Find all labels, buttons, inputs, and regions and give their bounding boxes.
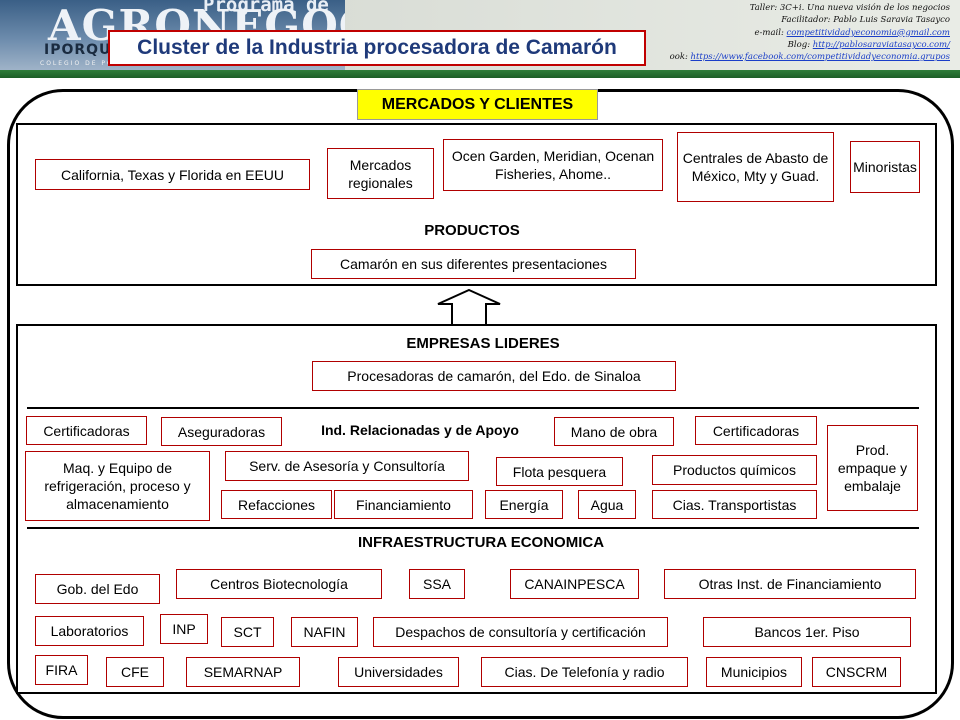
support-box: Certificadoras — [695, 416, 817, 445]
up-arrow-icon — [437, 289, 501, 327]
infra-box: Cias. De Telefonía y radio — [481, 657, 688, 687]
facebook-link[interactable]: https://www.facebook.com/competitividady… — [690, 52, 950, 63]
infra-box: Universidades — [338, 657, 459, 687]
market-box: Mercados regionales — [327, 148, 434, 199]
infra-box: SSA — [409, 569, 465, 599]
infra-box: SEMARNAP — [186, 657, 300, 687]
infra-box: Laboratorios — [35, 616, 144, 646]
blog-link[interactable]: http://pablosaraviatasayco.com/ — [812, 39, 950, 50]
infra-box: SCT — [221, 617, 274, 647]
infra-box: Centros Biotecnología — [176, 569, 382, 599]
infra-box: CNSCRM — [812, 657, 901, 687]
market-box: Centrales de Abasto de México, Mty y Gua… — [677, 132, 834, 202]
support-box: Financiamiento — [334, 490, 473, 519]
mercados-heading: MERCADOS Y CLIENTES — [357, 89, 598, 120]
infra-box: CANAINPESCA — [510, 569, 639, 599]
support-box: Refacciones — [221, 490, 332, 519]
blog-label: Blog: — [787, 39, 813, 50]
email-link[interactable]: competitividadyeconomia@gmail.com — [786, 27, 950, 38]
support-box: Energía — [485, 490, 563, 519]
support-box: Maq. y Equipo de refrigeración, proceso … — [25, 451, 210, 521]
credits-blog: Blog: http://pablosaraviatasayco.com/ — [670, 39, 950, 51]
empresas-heading: EMPRESAS LIDERES — [406, 335, 560, 352]
product-box: Camarón en sus diferentes presentaciones — [311, 249, 636, 279]
support-box: Cias. Transportistas — [652, 490, 817, 519]
credits-email: e-mail: competitividadyeconomia@gmail.co… — [670, 27, 951, 39]
credits-facilitator: Facilitador: Pablo Luis Saravia Tasayco — [781, 15, 950, 26]
infraestructura-heading: INFRAESTRUCTURA ECONOMICA — [357, 534, 605, 551]
support-box: Flota pesquera — [496, 457, 623, 486]
support-box: Serv. de Asesoría y Consultoría — [225, 451, 469, 481]
support-box: Productos químicos — [652, 455, 817, 485]
infra-box: FIRA — [35, 655, 88, 685]
page-title: Cluster de la Industria procesadora de C… — [108, 30, 646, 66]
infra-box: Despachos de consultoría y certificación — [373, 617, 668, 647]
header-green-bar — [0, 70, 960, 78]
credits-workshop: Taller: 3C+i. Una nueva visión de los ne… — [749, 3, 950, 13]
market-box: Minoristas — [850, 141, 920, 193]
divider-line — [27, 407, 919, 409]
productos-heading: PRODUCTOS — [424, 222, 520, 239]
relacionadas-heading: Ind. Relacionadas y de Apoyo — [321, 422, 519, 438]
support-box: Aseguradoras — [161, 417, 282, 446]
market-box: Ocen Garden, Meridian, Ocenan Fisheries,… — [443, 139, 663, 191]
infra-box: Gob. del Edo — [35, 574, 160, 604]
logo-sub: IPORQUE — [44, 42, 122, 58]
support-box: Prod. empaque y embalaje — [827, 425, 918, 511]
infra-box: NAFIN — [291, 617, 358, 647]
infra-box: Otras Inst. de Financiamiento — [664, 569, 916, 599]
facebook-label: ook: — [669, 52, 691, 63]
market-box: California, Texas y Florida en EEUU — [35, 159, 310, 190]
empresa-box: Procesadoras de camarón, del Edo. de Sin… — [312, 361, 676, 391]
divider-line — [27, 527, 919, 529]
support-box: Certificadoras — [26, 416, 147, 445]
email-label: e-mail: — [754, 27, 787, 38]
support-box: Agua — [578, 490, 636, 519]
infra-box: CFE — [106, 657, 164, 687]
infra-box: Bancos 1er. Piso — [703, 617, 911, 647]
support-box: Mano de obra — [554, 417, 674, 446]
credits-block: Taller: 3C+i. Una nueva visión de los ne… — [670, 2, 950, 63]
logo-program-label: Programa de — [203, 0, 329, 16]
credits-facebook: ook: https://www.facebook.com/competitiv… — [670, 51, 950, 63]
infra-box: Municipios — [706, 657, 802, 687]
infra-box: INP — [160, 614, 208, 644]
